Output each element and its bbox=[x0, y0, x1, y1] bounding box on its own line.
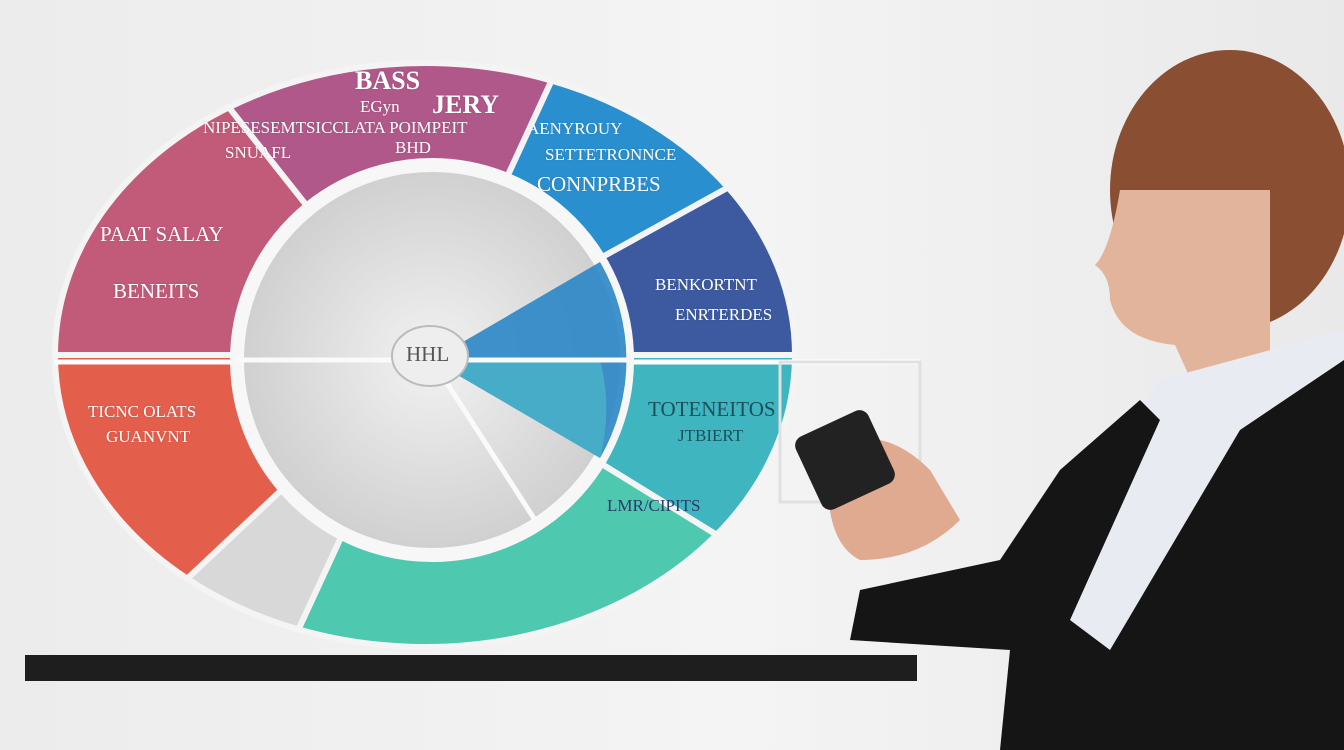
label-red-2: GUANVNT bbox=[106, 427, 191, 446]
inner-wedge-teal bbox=[432, 360, 607, 458]
label-pink-2: BENEITS bbox=[113, 279, 200, 303]
label-navy-1: BENKORTNT bbox=[655, 275, 757, 294]
label-blue-1: AENYROUY bbox=[527, 119, 623, 138]
label-top-line: NIPESESEMTSICCLATA POIMPEIT bbox=[203, 118, 468, 137]
label-top-line2-right: BHD bbox=[395, 138, 431, 157]
shelf-bar bbox=[25, 655, 917, 681]
label-pink-1: PAAT SALAY bbox=[100, 222, 224, 246]
phone bbox=[795, 410, 895, 510]
label-red-1: TICNC OLATS bbox=[88, 402, 197, 421]
label-blue-3: CONNPRBES bbox=[537, 172, 661, 196]
label-top-title-1: BASS bbox=[355, 66, 421, 95]
label-teal-2: JTBIERT bbox=[678, 426, 744, 445]
label-green-1: LMR/CIPITS bbox=[607, 496, 701, 515]
face bbox=[1095, 190, 1270, 400]
label-top-title-2: JERY bbox=[432, 90, 499, 119]
label-teal-1: TOTENEITOS bbox=[648, 397, 776, 421]
center-badge bbox=[391, 325, 469, 387]
label-top-sub: EGyn bbox=[360, 97, 400, 116]
woman-figure bbox=[795, 50, 1344, 750]
suit bbox=[850, 360, 1344, 750]
label-center: HHL bbox=[406, 342, 450, 366]
label-blue-2: SETTETRONNCE bbox=[545, 145, 677, 164]
label-top-line2-left: SNUAFL bbox=[225, 143, 292, 162]
label-navy-2: ENRTERDES bbox=[675, 305, 773, 324]
